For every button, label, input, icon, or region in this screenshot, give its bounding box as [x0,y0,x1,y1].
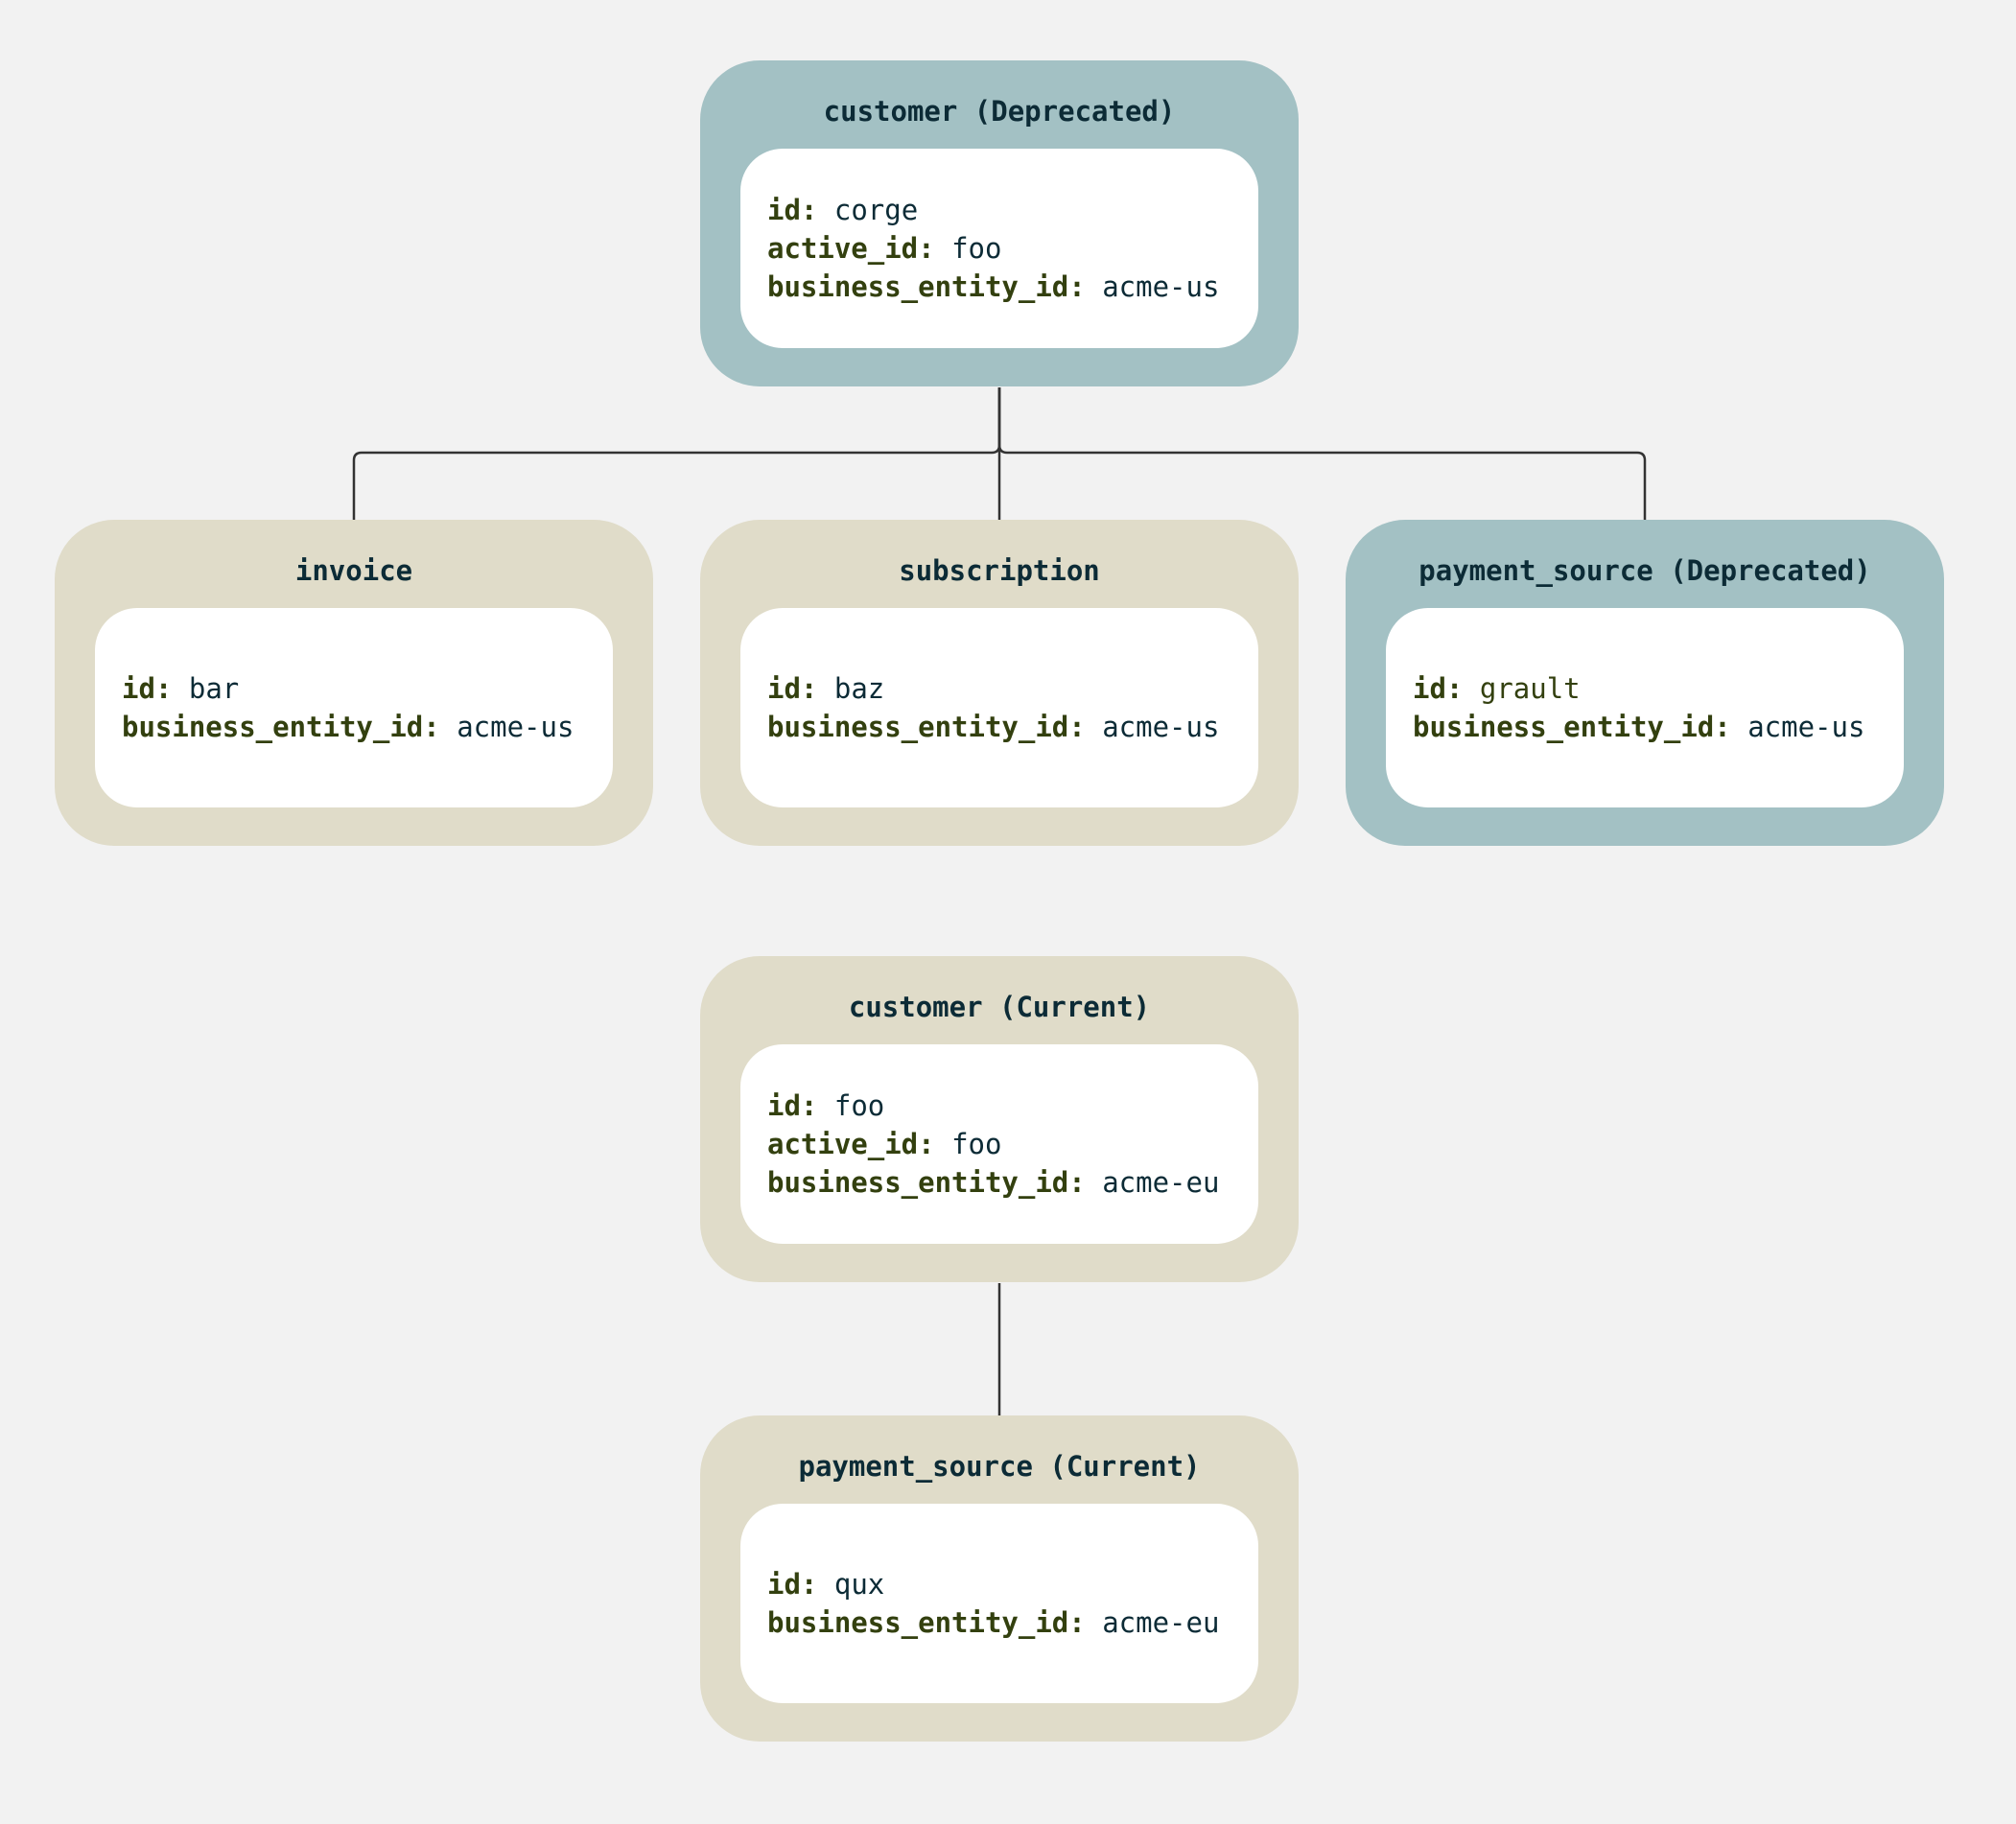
field-value: foo [951,232,1002,265]
edge-customer-deprecated-to-invoice [352,387,1001,520]
field-value: foo [951,1128,1002,1160]
node-subscription[interactable]: subscription id: baz business_entity_id:… [700,520,1299,846]
field-value: acme-us [1102,711,1220,743]
field-key: active_id: [767,1128,935,1160]
field-row-id: id: bar [122,669,613,708]
node-fields-card: id: baz business_entity_id: acme-us [740,608,1258,807]
field-key: id: [767,1568,818,1601]
node-title: payment_source (Current) [798,1450,1201,1483]
node-customer-deprecated[interactable]: customer (Deprecated) id: corge active_i… [700,60,1299,386]
field-value: bar [188,672,240,705]
node-title: invoice [294,554,413,587]
node-fields-card: id: qux business_entity_id: acme-eu [740,1504,1258,1703]
field-key: business_entity_id: [1413,711,1731,743]
field-key: id: [767,672,818,705]
field-row-id: id: baz [767,669,1258,708]
node-payment-source-current[interactable]: payment_source (Current) id: qux busines… [700,1415,1299,1742]
field-key: business_entity_id: [767,1606,1086,1639]
node-fields-card: id: foo active_id: foo business_entity_i… [740,1044,1258,1244]
field-row-id: id: qux [767,1565,1258,1603]
node-fields-card: id: grault business_entity_id: acme-us [1386,608,1904,807]
field-value: acme-us [1747,711,1865,743]
field-row-id: id: grault [1413,669,1904,708]
field-row-id: id: foo [767,1087,1258,1125]
field-row-business-entity-id: business_entity_id: acme-eu [767,1163,1258,1202]
field-key: id: [767,194,818,226]
field-row-active-id: active_id: foo [767,229,1258,268]
field-key: business_entity_id: [767,270,1086,303]
field-key: business_entity_id: [767,711,1086,743]
field-value: acme-us [1102,270,1220,303]
field-row-business-entity-id: business_entity_id: acme-us [767,268,1258,306]
field-row-business-entity-id: business_entity_id: acme-us [767,708,1258,746]
field-value: grault [1479,672,1581,705]
node-title: subscription [899,554,1100,587]
node-fields-card: id: bar business_entity_id: acme-us [95,608,613,807]
field-row-id: id: corge [767,191,1258,229]
node-title: customer (Current) [848,991,1151,1023]
field-value: baz [833,672,885,705]
field-value: acme-eu [1102,1606,1220,1639]
field-key: business_entity_id: [122,711,440,743]
field-row-business-entity-id: business_entity_id: acme-us [122,708,613,746]
node-fields-card: id: corge active_id: foo business_entity… [740,149,1258,348]
field-row-active-id: active_id: foo [767,1125,1258,1163]
node-title: payment_source (Deprecated) [1418,554,1871,587]
node-title: customer (Deprecated) [823,95,1176,128]
field-value: qux [833,1568,885,1601]
field-key: business_entity_id: [767,1166,1086,1199]
field-value: acme-eu [1102,1166,1220,1199]
field-key: id: [767,1089,818,1122]
field-value: acme-us [457,711,574,743]
field-key: id: [1413,672,1464,705]
node-payment-source-deprecated[interactable]: payment_source (Deprecated) id: grault b… [1346,520,1944,846]
field-key: active_id: [767,232,935,265]
field-value: foo [833,1089,885,1122]
edge-customer-deprecated-to-payment-source-deprecated [997,387,1647,520]
node-customer-current[interactable]: customer (Current) id: foo active_id: fo… [700,956,1299,1282]
field-row-business-entity-id: business_entity_id: acme-eu [767,1603,1258,1642]
field-row-business-entity-id: business_entity_id: acme-us [1413,708,1904,746]
field-key: id: [122,672,173,705]
node-invoice[interactable]: invoice id: bar business_entity_id: acme… [55,520,653,846]
field-value: corge [833,194,919,226]
